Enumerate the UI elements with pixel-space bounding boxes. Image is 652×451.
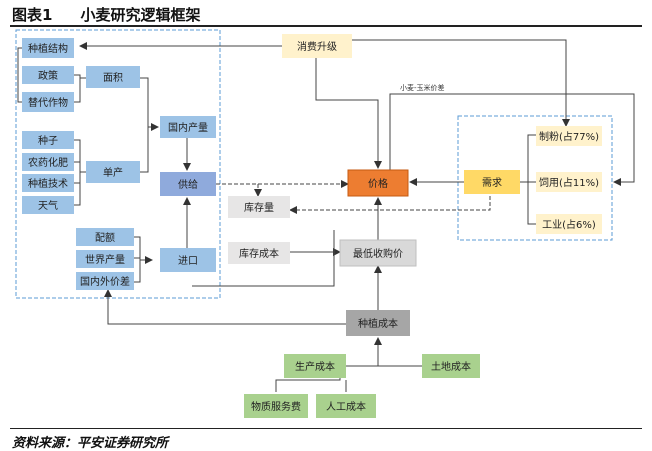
- node-feed-label: 饲用(占11%): [539, 176, 599, 189]
- node-milling: [536, 126, 602, 146]
- edge-bracket-import: [134, 236, 152, 283]
- node-planting-tech: [22, 174, 74, 192]
- node-price-spread: [76, 272, 134, 290]
- supply-group-border: [15, 29, 221, 299]
- node-yield: [86, 161, 140, 183]
- node-labor-cost: [316, 394, 376, 418]
- node-domestic-output-label: 国内产量: [168, 121, 208, 134]
- node-min-purchase-price: [339, 239, 417, 267]
- edge-spread-loop: [389, 93, 635, 186]
- edge-import-to-price-path: [192, 230, 335, 287]
- node-feed: [536, 172, 602, 192]
- node-yield-label: 单产: [103, 166, 123, 179]
- edge-yield-to-output: [140, 127, 149, 173]
- node-stock-label: 库存量: [244, 201, 274, 214]
- edge-demand-uses: [520, 134, 536, 225]
- node-pesticide-fertilizer: [22, 153, 74, 171]
- node-seed: [22, 131, 74, 149]
- node-weather: [22, 196, 74, 214]
- edge-bracket-yield: [74, 139, 86, 206]
- node-labor-cost-label: 人工成本: [326, 400, 366, 413]
- node-production-cost-label: 生产成本: [295, 360, 335, 373]
- edge-consumption-to-price: [315, 58, 382, 169]
- label-wheat-corn-spread: 小麦-玉米价差: [400, 83, 445, 92]
- node-planting-structure: [22, 38, 74, 58]
- node-price: [347, 169, 409, 197]
- node-consumption-upgrade-label: 消费升级: [297, 40, 337, 53]
- top-rule: [10, 25, 642, 27]
- node-planting-cost: [346, 310, 410, 336]
- node-domestic-output: [160, 116, 216, 138]
- node-substitute-crop-label: 替代作物: [28, 96, 68, 109]
- node-pesticide-fertilizer-label: 农药化肥: [28, 156, 68, 169]
- edge-policy-to-structure: [17, 47, 22, 103]
- edge-production-to-cost: [346, 337, 382, 367]
- node-planting-structure-label: 种植结构: [28, 42, 68, 55]
- node-quota: [76, 228, 134, 246]
- node-land-cost: [422, 354, 480, 378]
- node-substitute-crop: [22, 92, 74, 112]
- edge-cost-to-left: [104, 289, 346, 325]
- node-world-output: [76, 250, 134, 268]
- node-price-label: 价格: [368, 177, 388, 190]
- figure-number: 图表1: [12, 6, 53, 24]
- node-supply: [160, 172, 216, 196]
- node-production-cost: [284, 354, 346, 378]
- node-milling-label: 制粉(占77%): [539, 130, 599, 143]
- node-price-spread-label: 国内外价差: [80, 275, 130, 288]
- node-material-service-label: 物质服务费: [251, 400, 301, 413]
- node-quota-label: 配额: [95, 231, 115, 244]
- node-material-service: [244, 394, 308, 418]
- demand-group-border: [457, 115, 613, 241]
- node-seed-label: 种子: [38, 134, 58, 147]
- node-demand-label: 需求: [482, 177, 502, 189]
- node-planting-cost-label: 种植成本: [358, 317, 398, 330]
- edge-bracket-area: [74, 74, 86, 103]
- edge-consumption-to-milling: [352, 39, 570, 127]
- node-land-cost-label: 土地成本: [431, 360, 471, 373]
- node-weather-label: 天气: [38, 199, 58, 212]
- node-policy-label: 政策: [38, 69, 58, 82]
- node-industrial-label: 工业(占6%): [542, 218, 596, 231]
- node-supply-label: 供给: [178, 178, 198, 191]
- source-note: 资料来源：平安证券研究所: [12, 436, 169, 451]
- node-policy: [22, 66, 74, 84]
- node-stock-cost: [228, 242, 290, 264]
- node-world-output-label: 世界产量: [85, 253, 125, 266]
- edge-demand-to-stock: [289, 196, 491, 214]
- node-area-label: 面积: [103, 72, 123, 84]
- node-stock: [228, 196, 290, 218]
- bottom-rule: [10, 428, 642, 429]
- node-stock-cost-label: 库存成本: [239, 247, 279, 260]
- node-area: [86, 66, 140, 88]
- node-demand: [464, 170, 520, 194]
- node-min-purchase-price-label: 最低收购价: [353, 247, 403, 260]
- node-import: [160, 248, 216, 272]
- figure-title: 图表1 小麦研究逻辑框架: [12, 4, 200, 25]
- figure-title-text: 小麦研究逻辑框架: [80, 6, 201, 24]
- node-import-label: 进口: [178, 255, 198, 267]
- node-industrial: [536, 214, 602, 234]
- node-planting-tech-label: 种植技术: [28, 177, 68, 190]
- node-consumption-upgrade: [282, 34, 352, 58]
- edge-area-to-output: [140, 77, 159, 131]
